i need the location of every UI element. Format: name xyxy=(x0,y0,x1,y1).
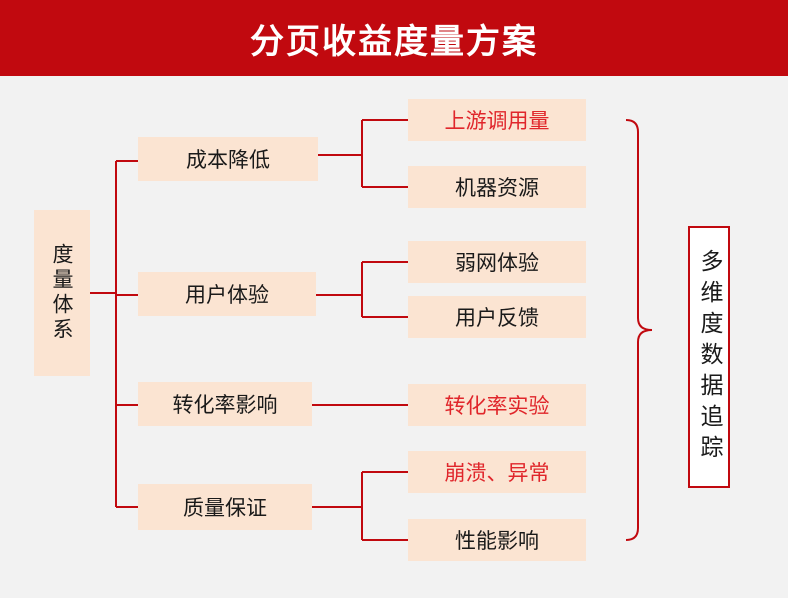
category-cost-reduction: 成本降低 xyxy=(138,137,318,181)
item-machine-resources: 机器资源 xyxy=(408,166,586,208)
category-label: 转化率影响 xyxy=(172,393,278,417)
item-performance-impact: 性能影响 xyxy=(408,519,586,561)
root-label: 度量体系 xyxy=(50,243,74,343)
category-label: 质量保证 xyxy=(183,496,267,520)
item-conversion-experiment: 转化率实验 xyxy=(408,384,586,426)
item-crash-exception: 崩溃、异常 xyxy=(408,451,586,493)
category-label: 用户体验 xyxy=(185,283,269,307)
category-quality-assurance: 质量保证 xyxy=(138,484,312,530)
page-title: 分页收益度量方案 xyxy=(250,21,538,62)
category-conversion-impact: 转化率影响 xyxy=(138,382,312,426)
item-upstream-calls: 上游调用量 xyxy=(408,99,586,141)
side-tracking-box: 多维度数据追踪 xyxy=(688,226,730,488)
item-weak-network: 弱网体验 xyxy=(408,241,586,283)
category-label: 成本降低 xyxy=(186,148,270,172)
right-brace xyxy=(625,119,653,541)
root-node: 度量体系 xyxy=(34,210,90,376)
category-user-experience: 用户体验 xyxy=(138,272,316,316)
item-label: 转化率实验 xyxy=(444,394,550,418)
item-label: 用户反馈 xyxy=(455,306,539,330)
item-user-feedback: 用户反馈 xyxy=(408,296,586,338)
header-banner: 分页收益度量方案 xyxy=(0,0,788,76)
item-label: 性能影响 xyxy=(455,529,539,553)
item-label: 上游调用量 xyxy=(444,109,550,133)
item-label: 机器资源 xyxy=(455,176,539,200)
side-label: 多维度数据追踪 xyxy=(696,248,722,466)
item-label: 崩溃、异常 xyxy=(444,461,550,485)
item-label: 弱网体验 xyxy=(455,251,539,275)
